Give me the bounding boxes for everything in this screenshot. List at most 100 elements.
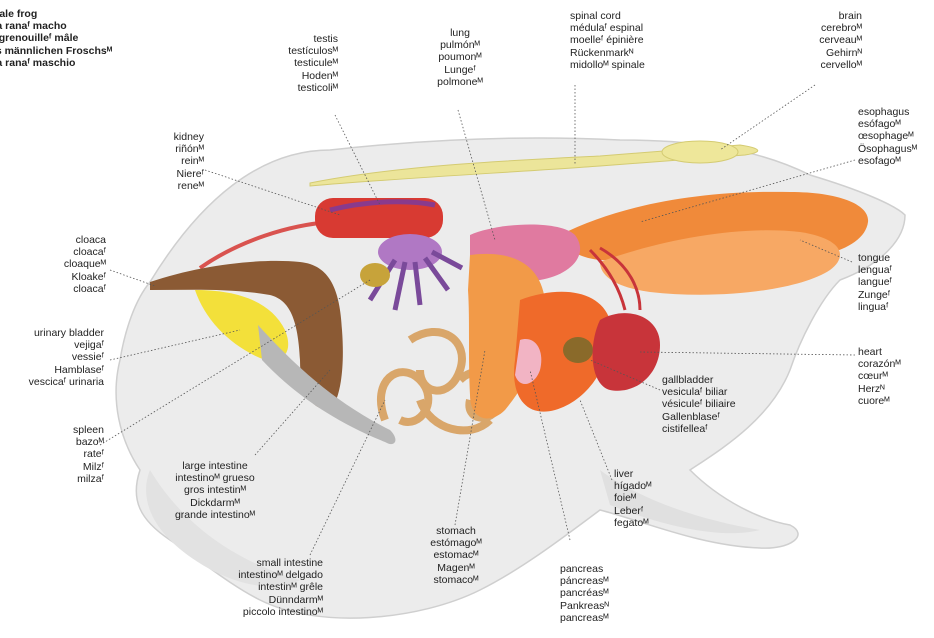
label-line: piccolo intestinoᴹ <box>200 606 323 618</box>
label-line: linguaᶠ <box>858 301 892 313</box>
label-line: brain <box>780 10 862 22</box>
label-line: langueᶠ <box>858 276 892 288</box>
label-line: lenguaᶠ <box>858 264 892 276</box>
label-line: heart <box>858 346 901 358</box>
label-line: cloacaᶠ <box>30 246 106 258</box>
title-line: male frog <box>0 8 112 20</box>
label-pancreas: pancreas páncreasᴹ pancréasᴹ Pankreasᴺ p… <box>560 563 609 624</box>
label-line: milzaᶠ <box>40 473 104 485</box>
label-line: intestinoᴹ delgado <box>200 569 323 581</box>
label-line: spleen <box>40 424 104 436</box>
label-line: cerveauᴹ <box>780 34 862 46</box>
label-line: médulaᶠ espinal <box>570 22 645 34</box>
title-line: na ranaᶠ maschio <box>0 57 112 69</box>
label-esophagus: esophagus esófagoᴹ œsophageᴹ Ösophagusᴹ … <box>858 106 917 167</box>
label-line: cloaca <box>30 234 106 246</box>
label-testis: testis testículosᴹ testiculeᴹ Hodenᴹ tes… <box>260 33 338 94</box>
title-line: es männlichen Froschsᴹ <box>0 45 112 57</box>
label-line: Zungeᶠ <box>858 289 892 301</box>
label-line: polmoneᴹ <box>420 76 500 88</box>
label-line: cloacaᶠ <box>30 283 106 295</box>
title-line: na ranaᶠ macho <box>0 20 112 32</box>
gallbladder-shape <box>563 337 593 363</box>
label-line: large intestine <box>155 460 275 472</box>
label-line: cœurᴹ <box>858 370 901 382</box>
label-line: moelleᶠ épinière <box>570 34 645 46</box>
label-line: Lungeᶠ <box>420 64 500 76</box>
label-line: cerebroᴹ <box>780 22 862 34</box>
label-liver: liver hígadoᴹ foieᴹ Leberᶠ fegatoᴹ <box>614 468 651 529</box>
label-line: vessieᶠ <box>0 351 104 363</box>
label-line: páncreasᴹ <box>560 575 609 587</box>
label-line: cistifelleaᶠ <box>662 423 736 435</box>
label-line: testicoliᴹ <box>260 82 338 94</box>
label-line: pancréasᴹ <box>560 587 609 599</box>
label-line: kidney <box>130 131 204 143</box>
label-line: lung <box>420 27 500 39</box>
label-line: stomacoᴹ <box>408 574 504 586</box>
label-line: Dickdarmᴹ <box>155 497 275 509</box>
label-line: stomach <box>408 525 504 537</box>
label-line: Gallenblaseᶠ <box>662 411 736 423</box>
label-spleen: spleen bazoᴹ rateᶠ Milzᶠ milzaᶠ <box>40 424 104 485</box>
label-line: midolloᴹ spinale <box>570 59 645 71</box>
label-line: vésiculeᶠ biliaire <box>662 398 736 410</box>
label-line: esofagoᴹ <box>858 155 917 167</box>
label-line: Hodenᴹ <box>260 70 338 82</box>
label-lung: lung pulmónᴹ poumonᴹ Lungeᶠ polmoneᴹ <box>420 27 500 88</box>
label-line: pancreas <box>560 563 609 575</box>
label-line: grande intestinoᴹ <box>155 509 275 521</box>
label-line: urinary bladder <box>0 327 104 339</box>
label-line: Gehirnᴺ <box>780 47 862 59</box>
label-stomach: stomach estómagoᴹ estomacᴹ Magenᴹ stomac… <box>408 525 504 586</box>
spleen-shape <box>360 263 390 287</box>
label-line: liver <box>614 468 651 480</box>
label-line: gallbladder <box>662 374 736 386</box>
label-line: testiculeᴹ <box>260 57 338 69</box>
label-line: Hamblaseᶠ <box>0 364 104 376</box>
label-tongue: tongue lenguaᶠ langueᶠ Zungeᶠ linguaᶠ <box>858 252 892 313</box>
label-line: estómagoᴹ <box>408 537 504 549</box>
label-line: Pankreasᴺ <box>560 600 609 612</box>
label-line: Rückenmarkᴺ <box>570 47 645 59</box>
label-line: fegatoᴹ <box>614 517 651 529</box>
label-line: esófagoᴹ <box>858 118 917 130</box>
label-line: spinal cord <box>570 10 645 22</box>
label-urinary-bladder: urinary bladder vejigaᶠ vessieᶠ Hamblase… <box>0 327 104 388</box>
label-line: pulmónᴹ <box>420 39 500 51</box>
label-spinal-cord: spinal cord médulaᶠ espinal moelleᶠ épin… <box>570 10 645 71</box>
label-small-intestine: small intestine intestinoᴹ delgado intes… <box>200 557 323 618</box>
label-line: hígadoᴹ <box>614 480 651 492</box>
label-line: intestinoᴹ grueso <box>155 472 275 484</box>
label-line: Kloakeᶠ <box>30 271 106 283</box>
title-line: a grenouilleᶠ mâle <box>0 32 112 44</box>
label-line: Herzᴺ <box>858 383 901 395</box>
label-line: riñónᴹ <box>130 143 204 155</box>
label-line: cervelloᴹ <box>780 59 862 71</box>
label-line: intestinᴹ grêle <box>200 581 323 593</box>
label-line: cuoreᴹ <box>858 395 901 407</box>
label-line: tongue <box>858 252 892 264</box>
label-line: pancreasᴹ <box>560 612 609 624</box>
label-line: gros intestinᴹ <box>155 484 275 496</box>
label-line: vejigaᶠ <box>0 339 104 351</box>
label-line: estomacᴹ <box>408 549 504 561</box>
label-line: reneᴹ <box>130 180 204 192</box>
label-line: Dünndarmᴹ <box>200 594 323 606</box>
label-line: cloaqueᴹ <box>30 258 106 270</box>
label-line: Niereᶠ <box>130 168 204 180</box>
label-line: vesiculaᶠ biliar <box>662 386 736 398</box>
label-line: Ösophagusᴹ <box>858 143 917 155</box>
brain-shape <box>662 141 738 163</box>
label-line: foieᴹ <box>614 492 651 504</box>
label-line: testis <box>260 33 338 45</box>
label-line: small intestine <box>200 557 323 569</box>
label-line: poumonᴹ <box>420 51 500 63</box>
label-kidney: kidney riñónᴹ reinᴹ Niereᶠ reneᴹ <box>130 131 204 192</box>
label-line: rateᶠ <box>40 448 104 460</box>
label-line: Milzᶠ <box>40 461 104 473</box>
frog-title-block: male frog na ranaᶠ macho a grenouilleᶠ m… <box>0 8 112 69</box>
label-line: reinᴹ <box>130 155 204 167</box>
label-line: Magenᴹ <box>408 562 504 574</box>
label-gallbladder: gallbladder vesiculaᶠ biliar vésiculeᶠ b… <box>662 374 736 435</box>
